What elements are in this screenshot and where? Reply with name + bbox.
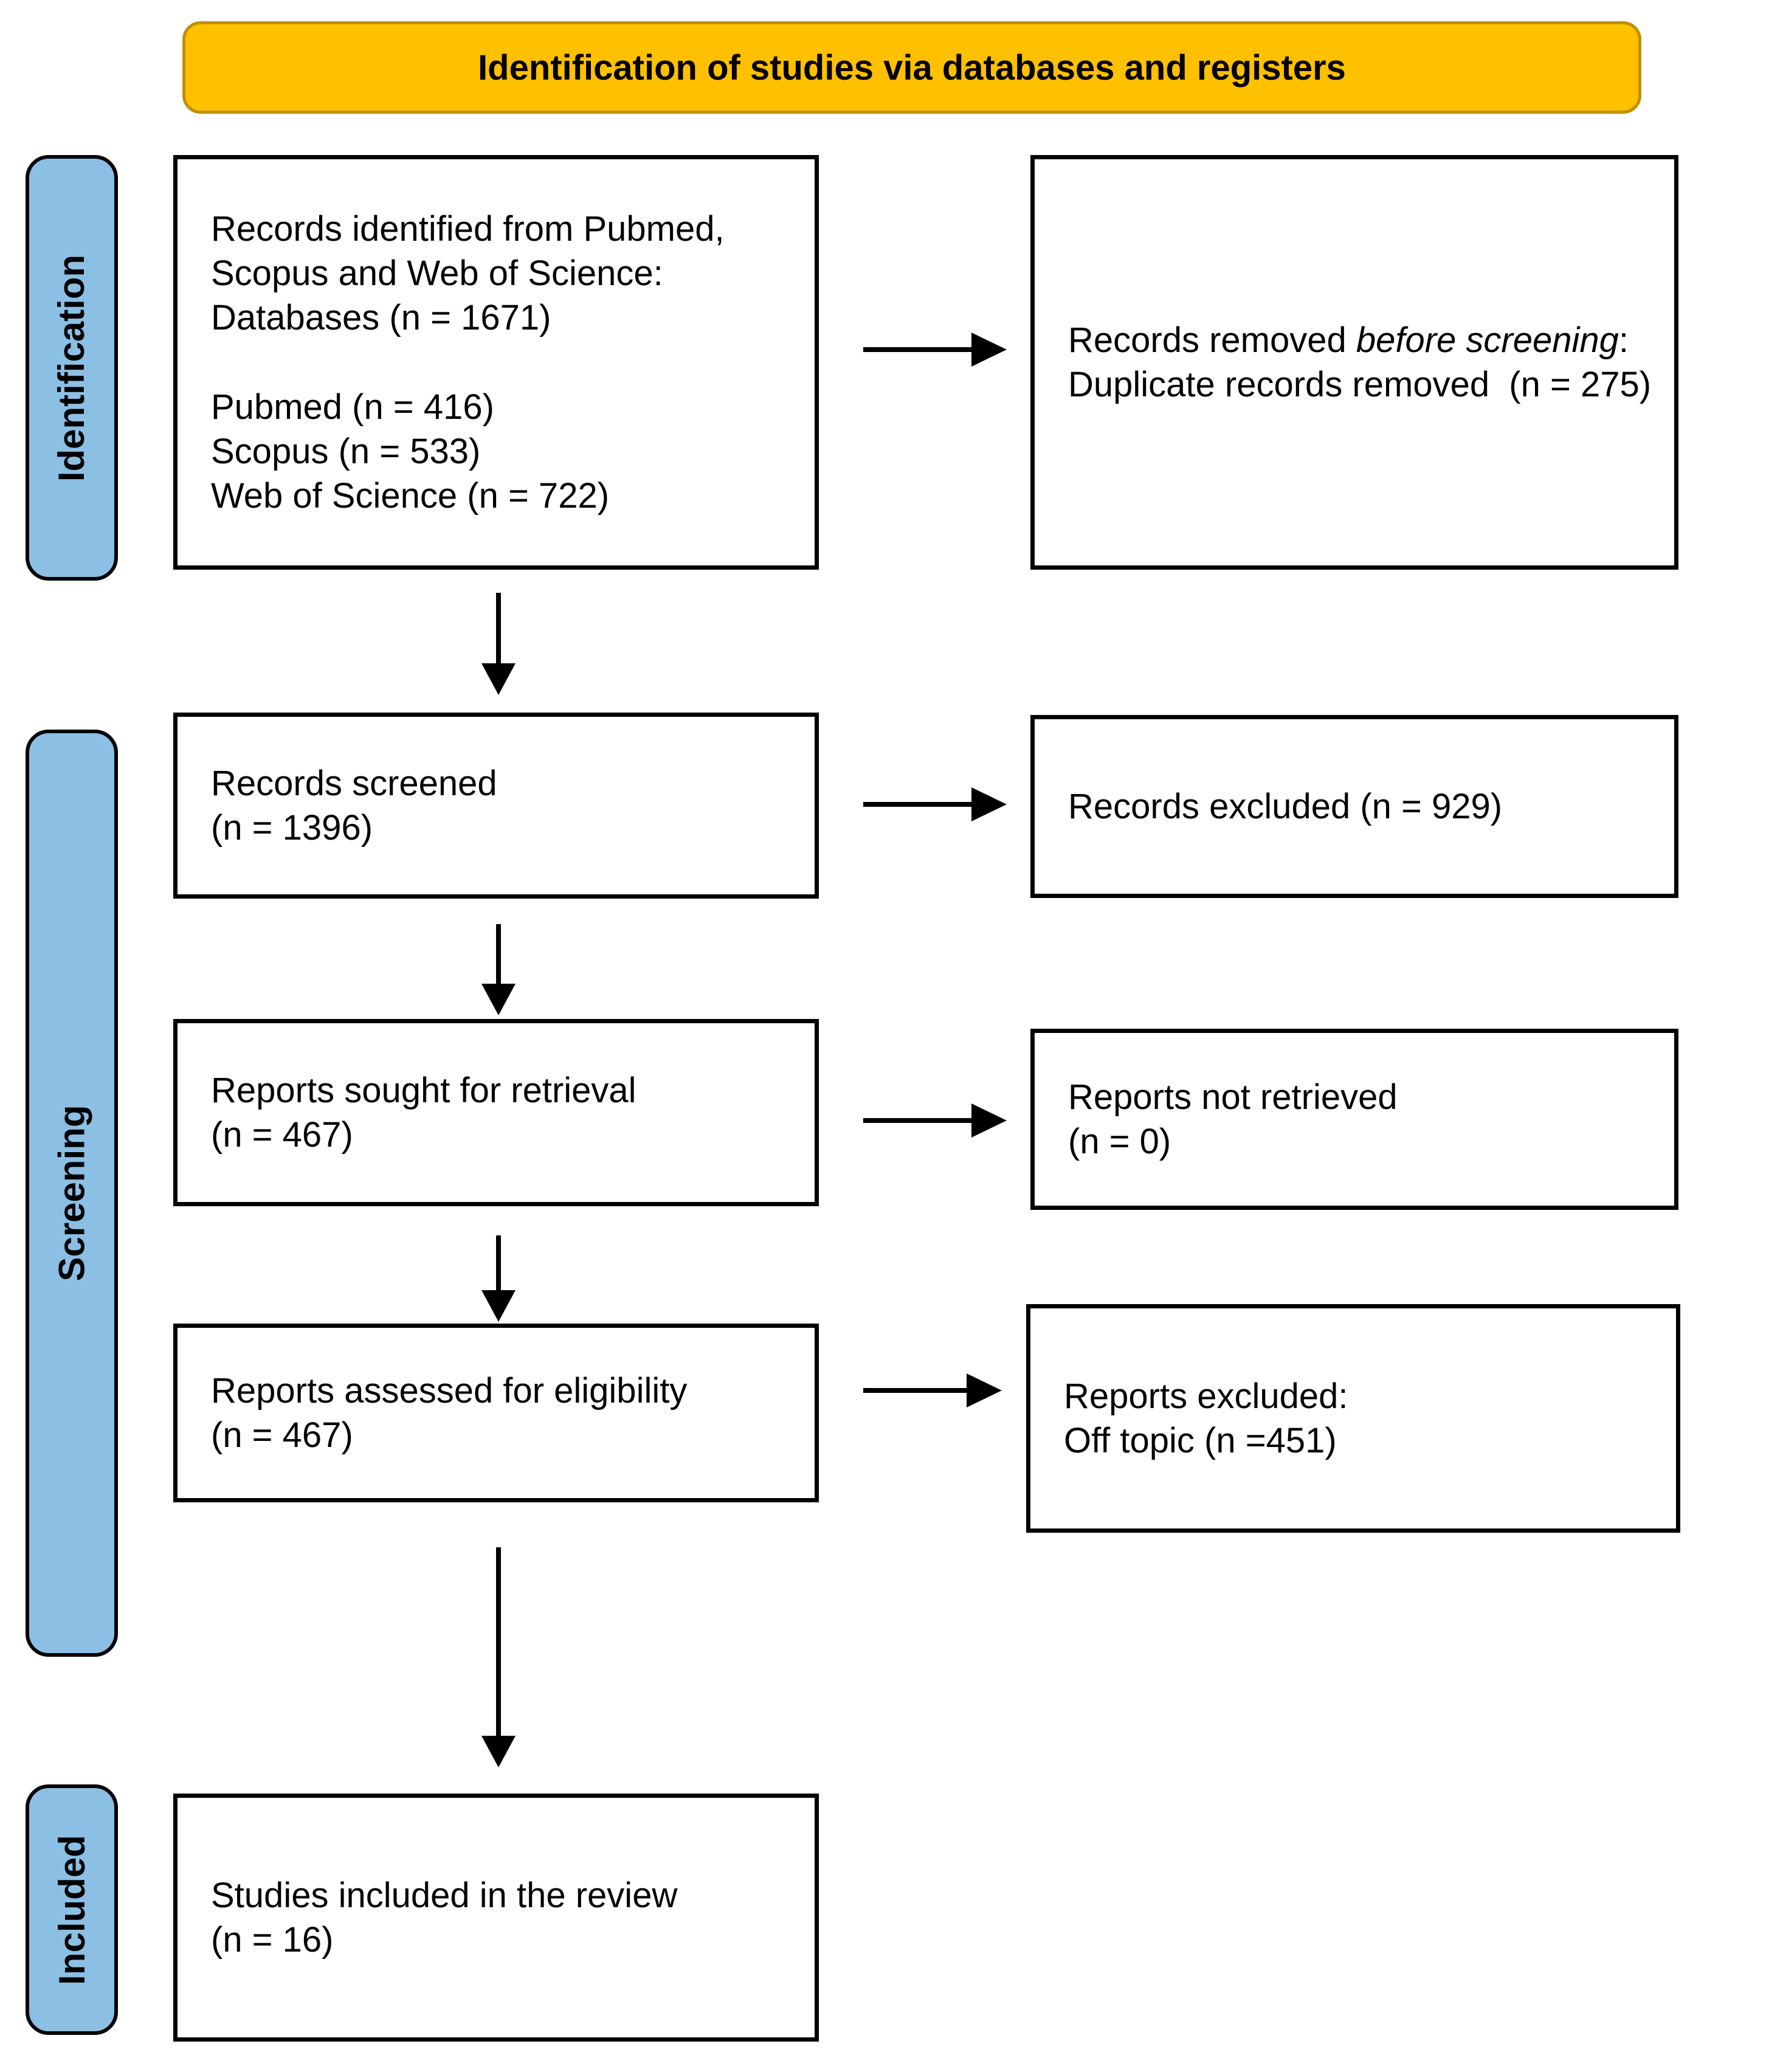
- arrow-screened-to-excluded: [863, 787, 1007, 821]
- arrow-sought-to-not-retrieved: [863, 1103, 1007, 1138]
- records-removed-italic: before screening: [1356, 320, 1619, 360]
- arrow-identified-to-screened: [481, 593, 516, 695]
- stage-label-screening: Screening: [51, 1105, 92, 1282]
- stage-bar-identification: Identification: [26, 155, 118, 581]
- flow-box-reports-not-retrieved: Reports not retrieved (n = 0): [1030, 1029, 1678, 1210]
- flow-box-records-screened: Records screened (n = 1396): [173, 713, 819, 899]
- stage-label-identification: Identification: [51, 254, 92, 482]
- stage-bar-included: Included: [26, 1784, 118, 2035]
- flow-box-records-excluded: Records excluded (n = 929): [1030, 715, 1678, 898]
- stage-label-included: Included: [51, 1834, 92, 1985]
- flow-box-reports-sought: Reports sought for retrieval (n = 467): [173, 1019, 819, 1206]
- arrow-sought-to-assessed: [481, 1235, 516, 1322]
- banner-identification-via-databases: Identification of studies via databases …: [182, 21, 1641, 114]
- flow-box-records-removed-before-screening: Records removed before screening: Duplic…: [1030, 155, 1678, 570]
- records-identified-text: Records identified from Pubmed, Scopus a…: [211, 209, 725, 516]
- records-removed-prefix: Records removed: [1068, 320, 1356, 360]
- flow-box-reports-excluded: Reports excluded: Off topic (n =451): [1026, 1304, 1680, 1533]
- flow-box-studies-included: Studies included in the review (n = 16): [173, 1794, 819, 2042]
- reports-not-retrieved-text: Reports not retrieved (n = 0): [1068, 1077, 1398, 1161]
- records-removed-rest: : Duplicate records removed (n = 275): [1068, 320, 1652, 404]
- arrow-assessed-to-included: [481, 1547, 516, 1767]
- flow-box-reports-assessed: Reports assessed for eligibility (n = 46…: [173, 1324, 819, 1502]
- arrow-screened-to-sought: [481, 924, 516, 1015]
- reports-excluded-text: Reports excluded: Off topic (n =451): [1064, 1376, 1348, 1460]
- records-excluded-text: Records excluded (n = 929): [1068, 786, 1503, 826]
- banner-title: Identification of studies via databases …: [478, 47, 1346, 88]
- flow-box-records-identified: Records identified from Pubmed, Scopus a…: [173, 155, 819, 570]
- arrow-assessed-to-reports-excluded: [863, 1373, 1002, 1407]
- records-screened-text: Records screened (n = 1396): [211, 763, 497, 848]
- arrow-identified-to-removed: [863, 333, 1007, 367]
- stage-bar-screening: Screening: [26, 730, 118, 1657]
- reports-sought-text: Reports sought for retrieval (n = 467): [211, 1070, 636, 1155]
- reports-assessed-text: Reports assessed for eligibility (n = 46…: [211, 1370, 688, 1455]
- studies-included-text: Studies included in the review (n = 16): [211, 1875, 678, 1960]
- records-removed-text: Records removed before screening: Duplic…: [1035, 318, 1666, 407]
